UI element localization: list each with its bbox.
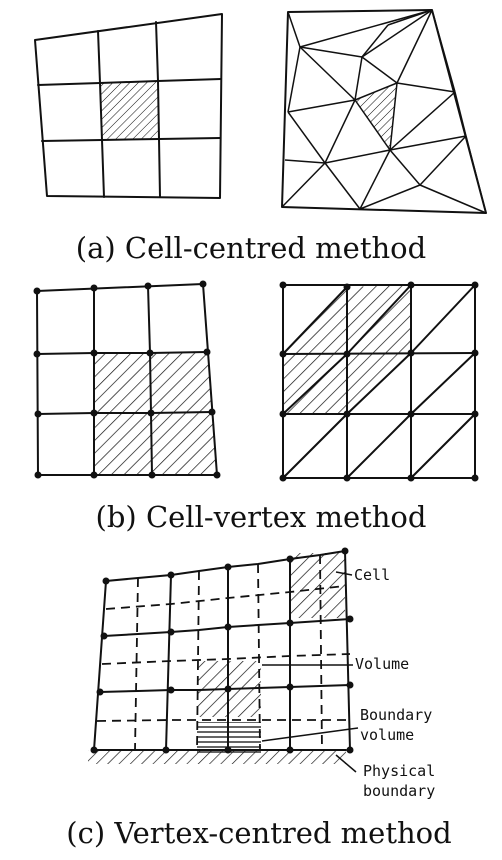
grid-nodes (279, 281, 479, 482)
control-volume-hatched (100, 81, 159, 140)
caption-cell-vertex: (b) Cell-vertex method (96, 500, 427, 534)
label-physical-boundary-line1: Physical (363, 762, 435, 780)
label-physical-boundary-line2: boundary (363, 782, 435, 800)
vertex-centred-grid (88, 547, 359, 773)
cell-centred-quad-grid (34, 13, 223, 199)
label-boundary-volume-line1: Boundary (360, 706, 432, 724)
label-boundary-volume-line2: volume (360, 726, 414, 744)
label-cell: Cell (354, 566, 390, 584)
grid-nodes (33, 280, 221, 479)
label-volume: Volume (355, 655, 409, 673)
caption-cell-centred: (a) Cell-centred method (76, 231, 426, 265)
cell-centred-triangle-mesh (281, 9, 487, 214)
caption-vertex-centred: (c) Vertex-centred method (66, 816, 451, 850)
grid-nodes (90, 547, 354, 754)
cell-vertex-triangle-grid (279, 281, 479, 482)
control-volume-hatched (355, 83, 397, 150)
cell-vertex-quad-grid (33, 280, 221, 479)
physical-boundary-hatch (88, 750, 346, 764)
cell-hatched (289, 553, 345, 618)
